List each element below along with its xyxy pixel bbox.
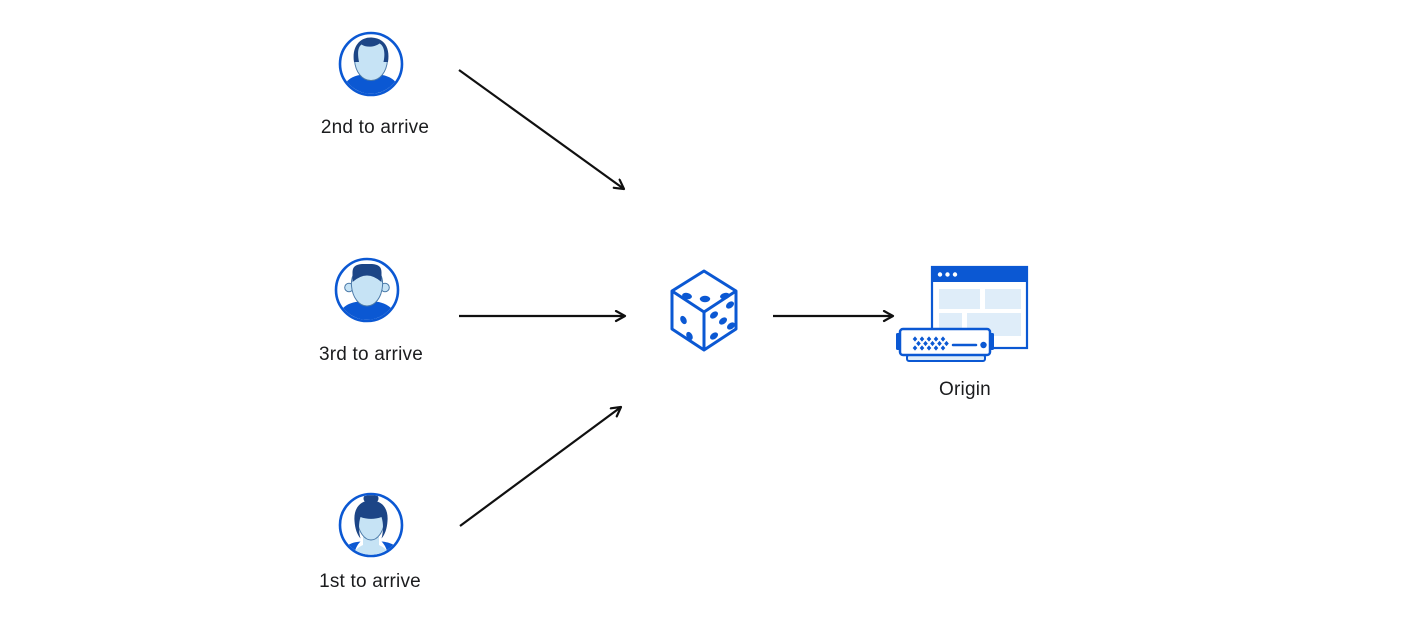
- arrow-client-bottom-to-dice: [459, 407, 621, 527]
- avatar-hair: [352, 264, 382, 282]
- browser-window-dots: [937, 272, 958, 277]
- dice-icon: [670, 269, 738, 352]
- server-chassis: [898, 327, 992, 357]
- client-bottom-label: 1st to arrive: [319, 571, 421, 592]
- arrow-client-top-to-dice: [458, 69, 624, 189]
- dice-pips: [680, 292, 735, 341]
- user-avatar-male-flattop-icon: [334, 257, 400, 323]
- avatar-hair: [353, 37, 389, 62]
- avatar-hair: [354, 500, 388, 539]
- origin-server-browser-icon: [896, 265, 1029, 362]
- server-power-led: [980, 341, 987, 349]
- user-avatar-female-bun-icon: [338, 492, 404, 558]
- client-top-label: 2nd to arrive: [320, 117, 430, 138]
- browser-title-bar: [932, 267, 1027, 282]
- avatar-hair-bun: [363, 495, 379, 504]
- client-middle-label: 3rd to arrive: [319, 344, 423, 365]
- origin-label: Origin: [939, 379, 991, 400]
- user-avatar-male-swept-hair-icon: [338, 31, 404, 97]
